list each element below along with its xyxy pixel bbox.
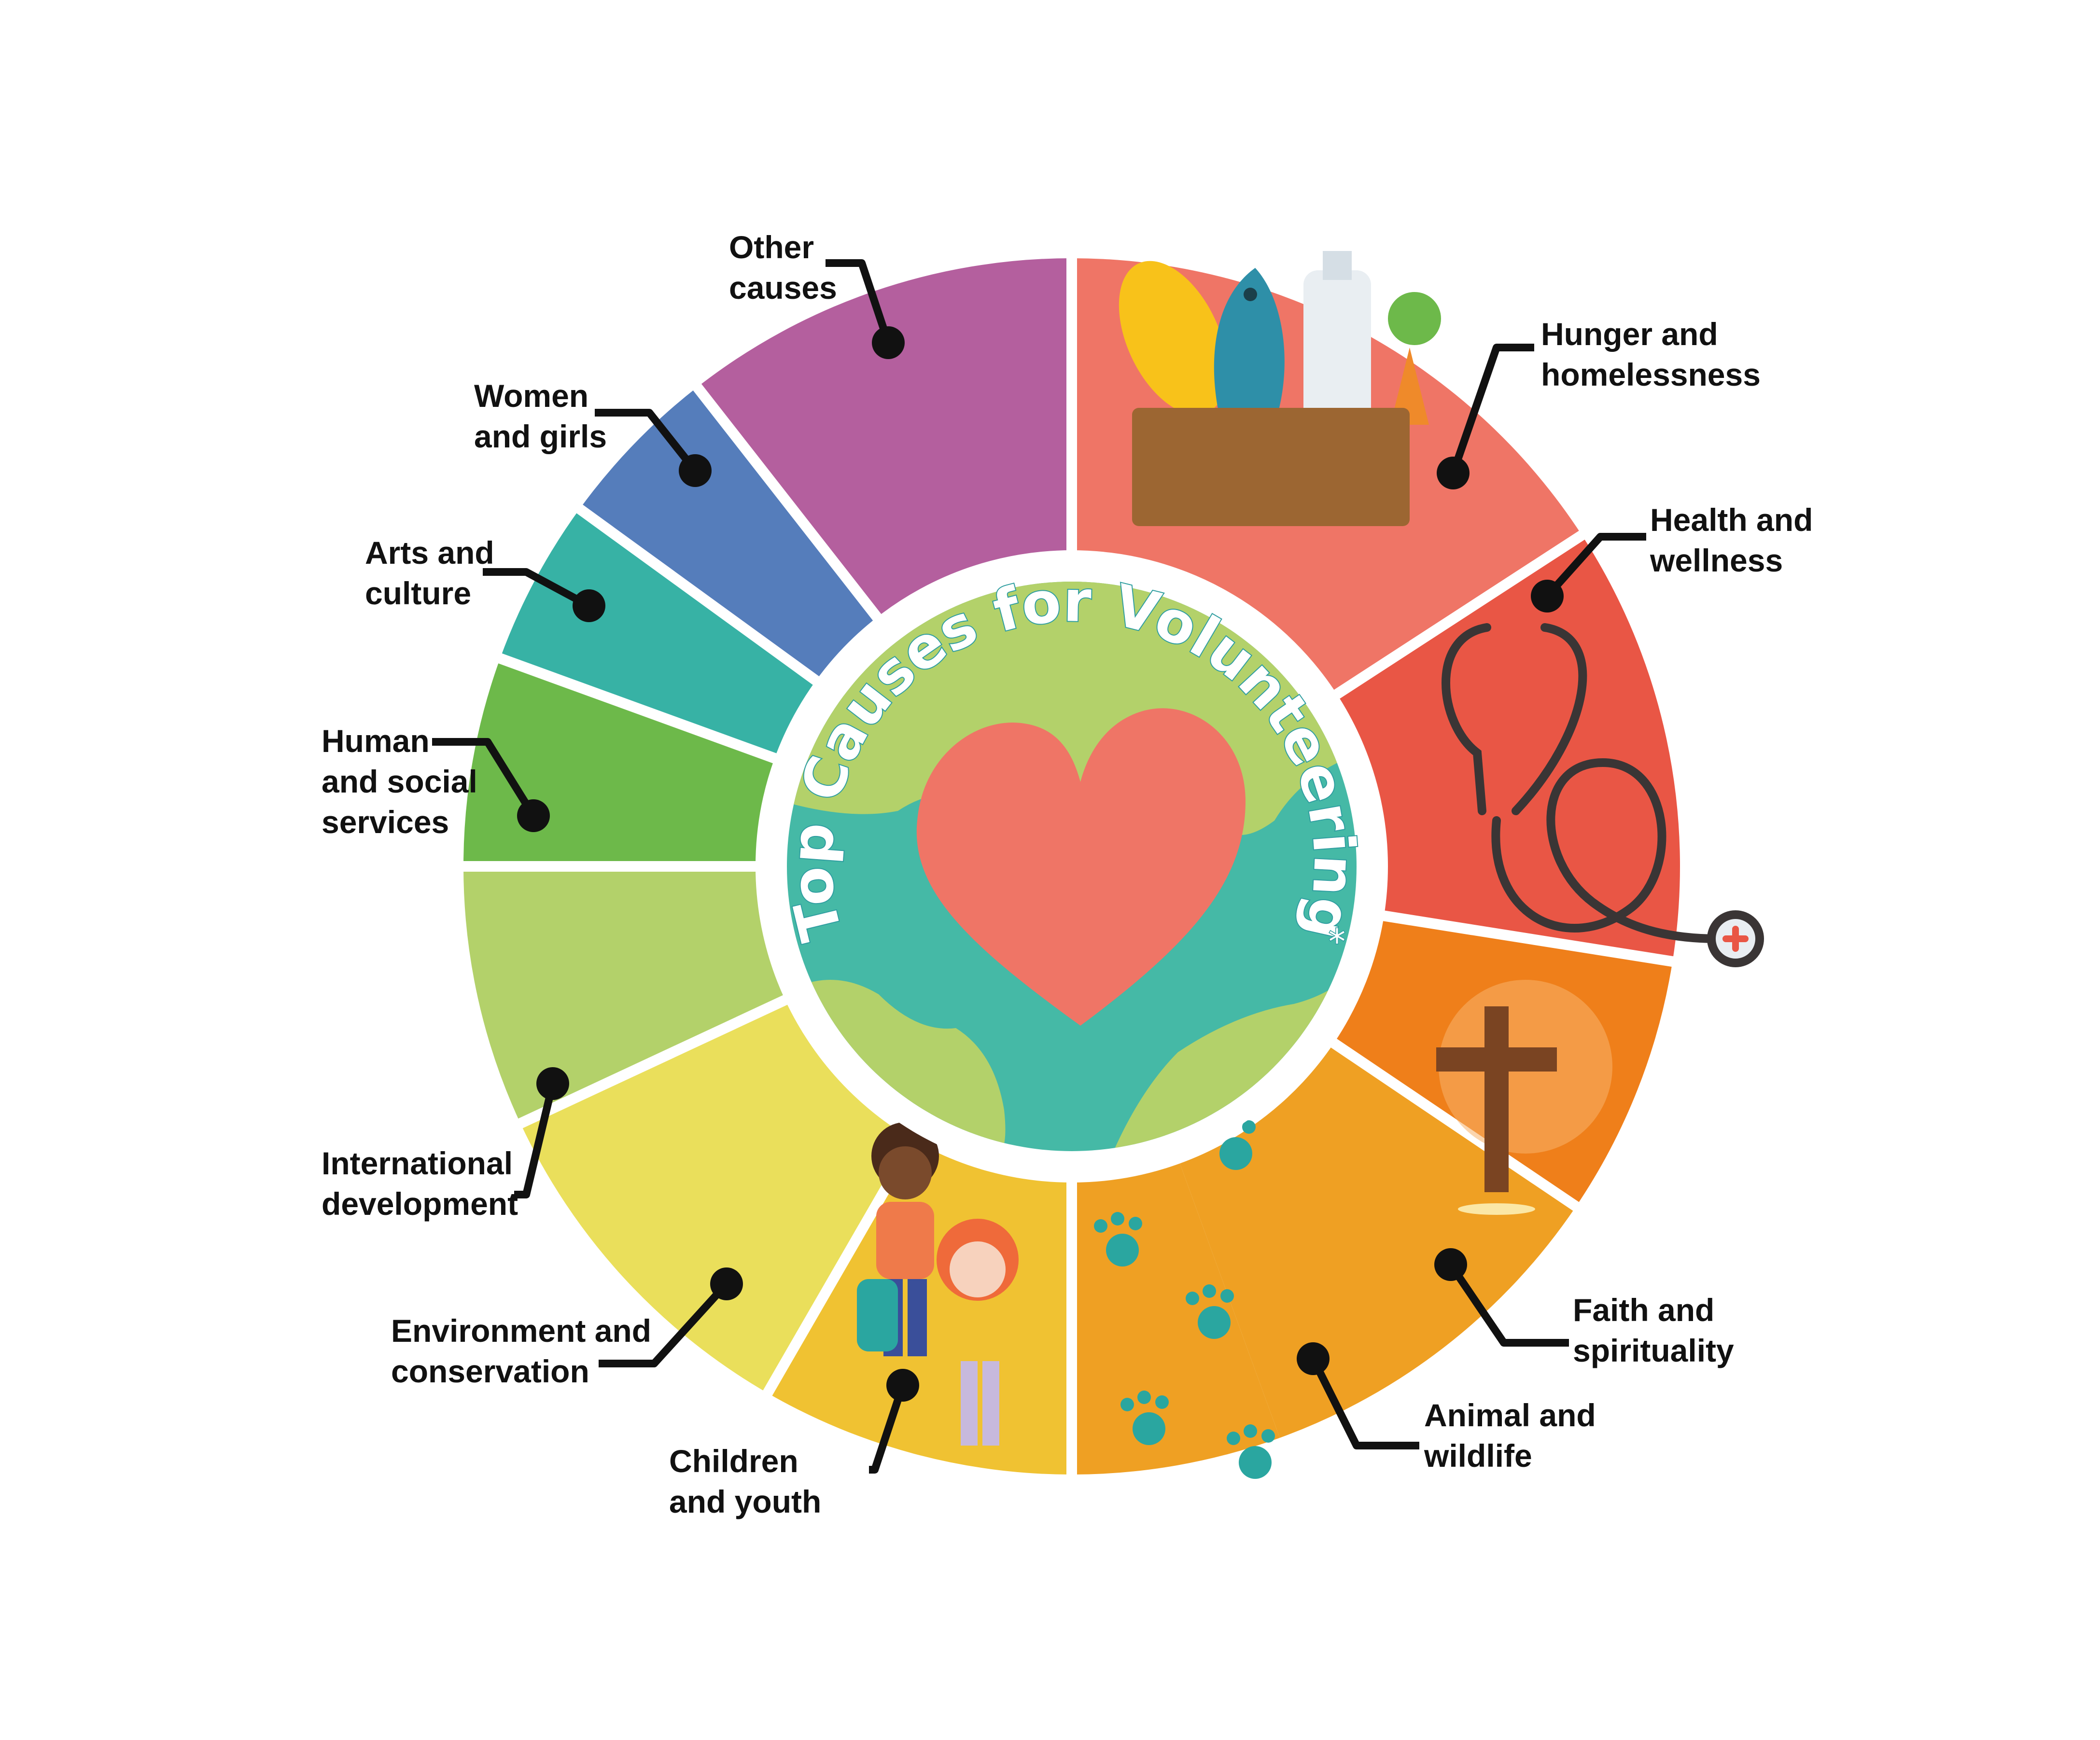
leader-line-faith-and-spirituality	[1447, 1262, 1569, 1347]
leader-line-children-and-youth	[869, 1384, 907, 1474]
leader-dot-human-and-social-services	[517, 799, 550, 832]
leader-dot-children-and-youth	[886, 1369, 919, 1402]
label-animal-and-wildlife: Animal and wildlife	[1424, 1397, 1596, 1474]
leader-line-international-development	[514, 1083, 557, 1198]
label-faith-and-spirituality: Faith and spirituality	[1573, 1292, 1734, 1368]
leader-dot-hunger-and-homelessness	[1437, 457, 1470, 489]
segment-separator	[1327, 1036, 1583, 1214]
leader-line-environment-and-conservation	[599, 1281, 729, 1367]
segment-separator	[493, 652, 781, 765]
cross-icon	[1436, 980, 1612, 1215]
label-women-and-girls: Women and girls	[474, 378, 607, 454]
segment-separator	[690, 380, 884, 625]
segment-separator	[514, 993, 792, 1130]
leader-line-other-causes	[826, 259, 892, 344]
leader-dot-other-causes	[872, 326, 905, 359]
leader-line-health-and-wellness	[1544, 533, 1646, 599]
globe-heart-icon: Top Causes for Volunteering *	[763, 557, 1381, 1175]
label-children-and-youth: Children and youth	[669, 1443, 822, 1519]
leader-dot-international-development	[536, 1067, 569, 1100]
grocery-box-icon	[1119, 251, 1441, 526]
label-other-causes: Other causes	[729, 229, 837, 306]
leader-line-hunger-and-homelessness	[1449, 344, 1534, 474]
label-environment-and-conservation: Environment and conservation	[391, 1313, 652, 1389]
segment-separator	[1330, 528, 1589, 701]
children-icon	[857, 1122, 1019, 1446]
segment-separator	[1378, 910, 1679, 968]
leader-dot-animal-and-wildlife	[1297, 1342, 1330, 1375]
leader-line-women-and-girls	[595, 409, 699, 473]
segment-environment-and-conservation	[520, 1000, 914, 1393]
paw-print-icon	[1094, 1115, 1275, 1479]
stethoscope-icon	[1442, 623, 1764, 967]
label-arts-and-culture: Arts and culture	[365, 535, 494, 611]
segment-women-and-girls	[579, 387, 877, 681]
label-health-and-wellness: Health and wellness	[1650, 502, 1813, 578]
leader-dot-health-and-wellness	[1531, 580, 1564, 612]
leader-lines	[432, 259, 1646, 1474]
segment-arts-and-culture	[500, 509, 816, 758]
segment-international-development	[463, 866, 785, 1124]
leader-line-human-and-social-services	[432, 738, 537, 818]
label-hunger-and-homelessness: Hunger and homelessness	[1541, 316, 1761, 392]
label-international-development: International development	[322, 1145, 518, 1222]
label-human-and-social-services: Human and social services	[322, 723, 477, 840]
leader-dot-arts-and-culture	[573, 589, 605, 622]
leader-line-arts-and-culture	[483, 568, 591, 610]
leader-dot-women-and-girls	[679, 454, 712, 487]
segment-separator	[573, 501, 823, 688]
title-asterisk: *	[1329, 922, 1345, 961]
leader-dot-faith-and-spirituality	[1434, 1248, 1467, 1281]
leader-dot-environment-and-conservation	[710, 1267, 743, 1300]
leader-line-animal-and-wildlife	[1309, 1357, 1419, 1449]
segment-other-causes	[697, 258, 1072, 617]
